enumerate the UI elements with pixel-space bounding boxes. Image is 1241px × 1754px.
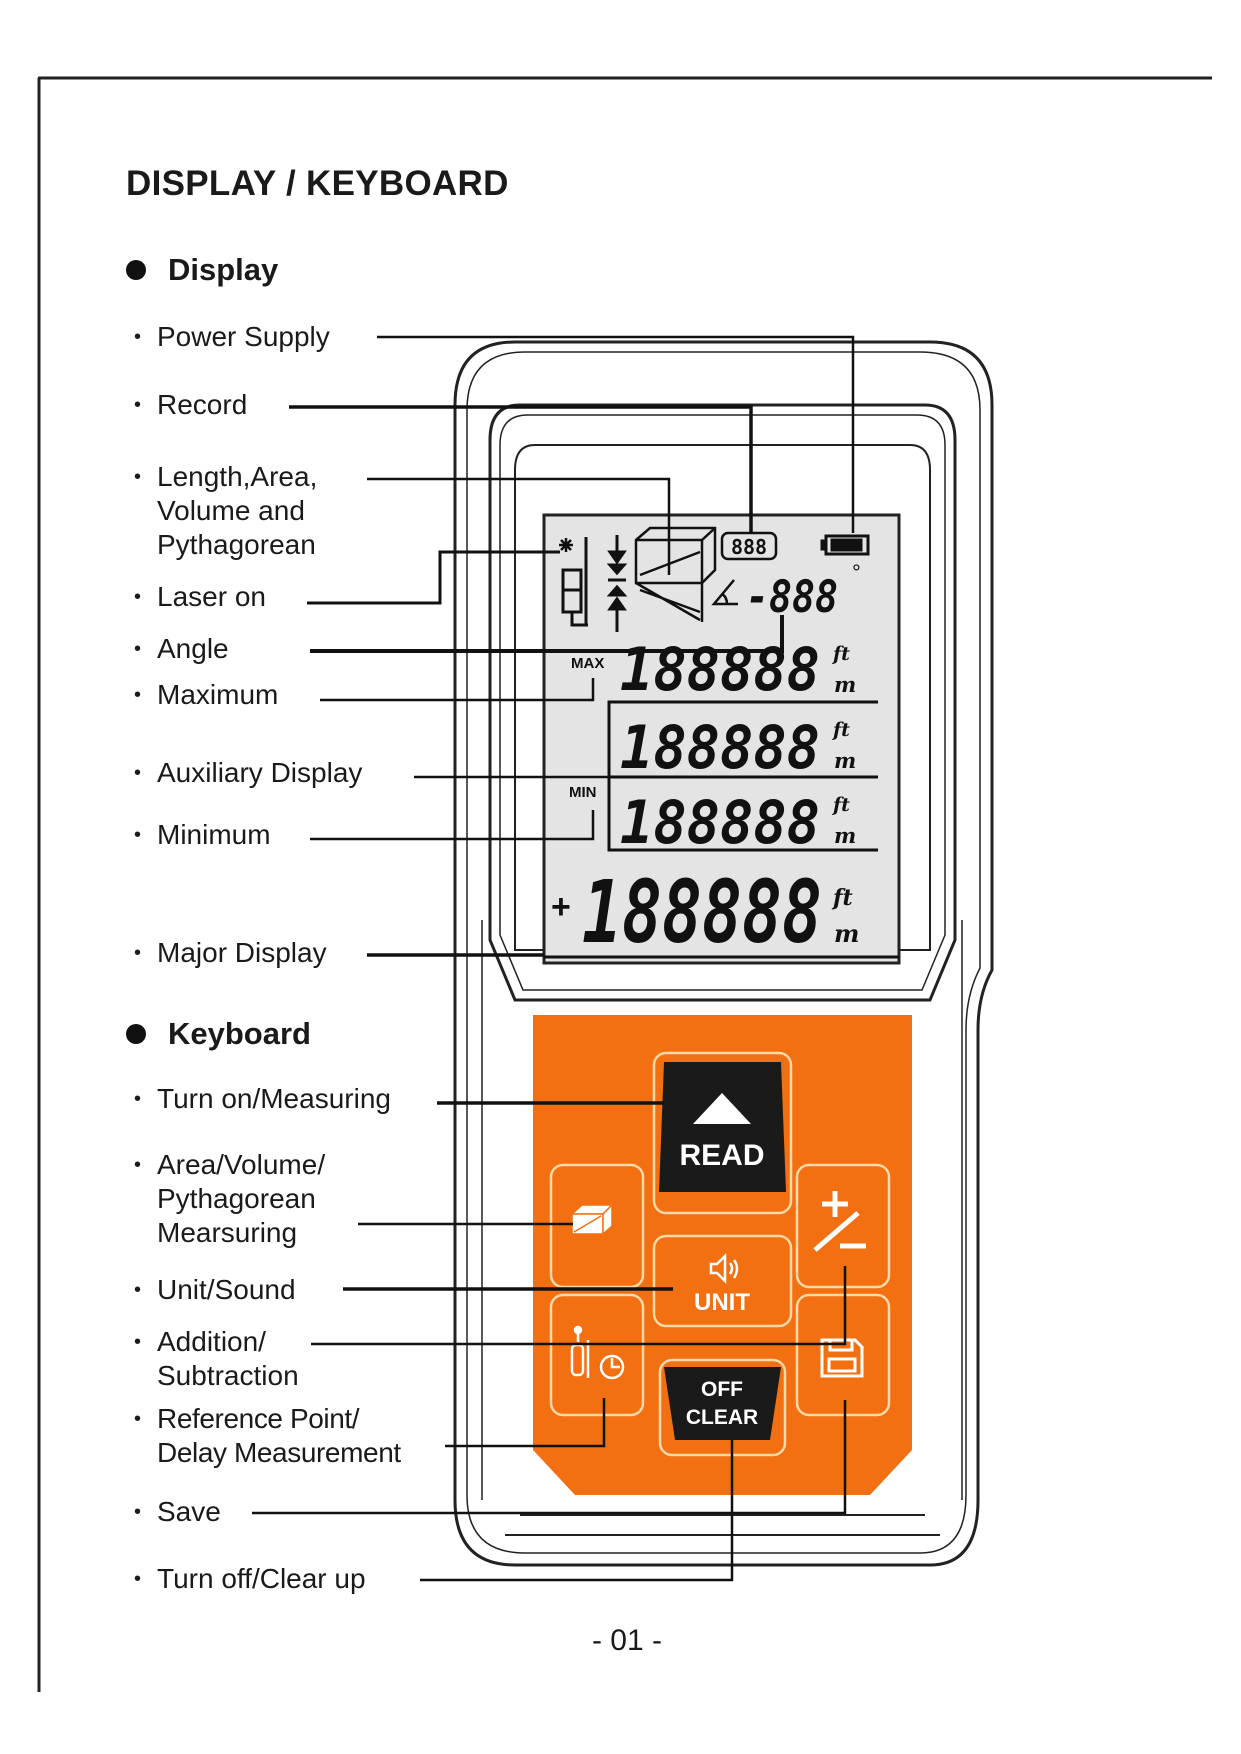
unit-m: m: [834, 748, 856, 773]
clear-label: CLEAR: [686, 1406, 758, 1429]
major-display-value: 188888: [582, 863, 822, 963]
label-length-area-volume: •Length,Area, Volume and Pythagorean: [134, 461, 318, 560]
label-power-supply: •Power Supply: [134, 321, 330, 352]
display-section-heading: Display: [126, 252, 278, 288]
unit-m: m: [834, 919, 859, 948]
label-auxiliary-display: •Auxiliary Display: [134, 757, 363, 788]
speaker-icon: [709, 1252, 739, 1285]
label-angle: •Angle: [134, 633, 229, 664]
read-button[interactable]: READ: [659, 1062, 786, 1192]
reference-arrows-icon: [606, 535, 628, 632]
keyboard-heading: Keyboard: [168, 1016, 311, 1051]
label-maximum: •Maximum: [134, 679, 279, 710]
unit-label: UNIT: [694, 1289, 750, 1316]
display-heading: Display: [168, 252, 279, 287]
unit-ft: ft: [831, 719, 850, 741]
laser-on-icon: [559, 537, 588, 627]
label-laser-on: •Laser on: [134, 581, 266, 612]
bullet-icon: [126, 1024, 146, 1044]
label-addition-subtraction: •Addition/ Subtraction: [134, 1326, 299, 1391]
device-body: [453, 340, 994, 1567]
record-icon: 888: [720, 531, 778, 561]
bullet-icon: [126, 260, 146, 280]
label-minimum: •Minimum: [134, 819, 271, 850]
keypad-panel: [533, 1015, 912, 1495]
unit-ft: ft: [831, 885, 853, 911]
label-unit-sound: •Unit/Sound: [134, 1274, 296, 1305]
label-major-display: •Major Display: [134, 937, 327, 968]
min-label: MIN: [569, 784, 597, 801]
label-area-volume: •Area/Volume/ Pythagorean Mearsuring: [134, 1149, 326, 1248]
lcd-line-3: 188888: [620, 788, 820, 858]
plus-sign: +: [551, 888, 571, 926]
page-number: - 01 -: [591, 1624, 663, 1657]
off-clear-button[interactable]: OFF CLEAR: [664, 1367, 781, 1440]
label-reference-delay: •Reference Point/ Delay Measurement: [134, 1403, 401, 1468]
label-record: •Record: [134, 389, 248, 420]
read-label: READ: [679, 1139, 764, 1172]
unit-ft: ft: [831, 794, 850, 816]
leader-lines: [252, 335, 855, 1582]
degree-symbol: °: [852, 560, 861, 585]
unit-m: m: [834, 823, 856, 848]
angle-icon: [711, 579, 738, 606]
label-save: •Save: [134, 1496, 221, 1527]
lcd-line-1: 188888: [620, 635, 820, 705]
area-volume-button[interactable]: [570, 1203, 614, 1236]
triangle-up-icon: [693, 1093, 751, 1124]
lcd-line-2: 188888: [620, 713, 820, 783]
page-title: DISPLAY / KEYBOARD: [126, 164, 509, 203]
label-turn-off: •Turn off/Clear up: [134, 1563, 366, 1594]
angle-value: -888: [746, 572, 838, 623]
unit-m: m: [834, 672, 856, 697]
plus-minus-icon: [813, 1191, 866, 1252]
keyboard-section-heading: Keyboard: [126, 1016, 311, 1052]
lcd-screen: 888 -888 ° MAX MIN 188888 188888 188888 …: [542, 513, 901, 965]
unit-ft: ft: [831, 643, 850, 665]
off-label: OFF: [701, 1378, 743, 1401]
cube-icon: [570, 1203, 614, 1236]
add-subtract-button[interactable]: [813, 1191, 866, 1252]
battery-icon: [820, 534, 870, 556]
max-label: MAX: [571, 655, 604, 672]
label-turn-on: •Turn on/Measuring: [134, 1083, 391, 1114]
record-counter: 888: [731, 535, 767, 559]
unit-sound-button[interactable]: UNIT: [694, 1252, 750, 1316]
